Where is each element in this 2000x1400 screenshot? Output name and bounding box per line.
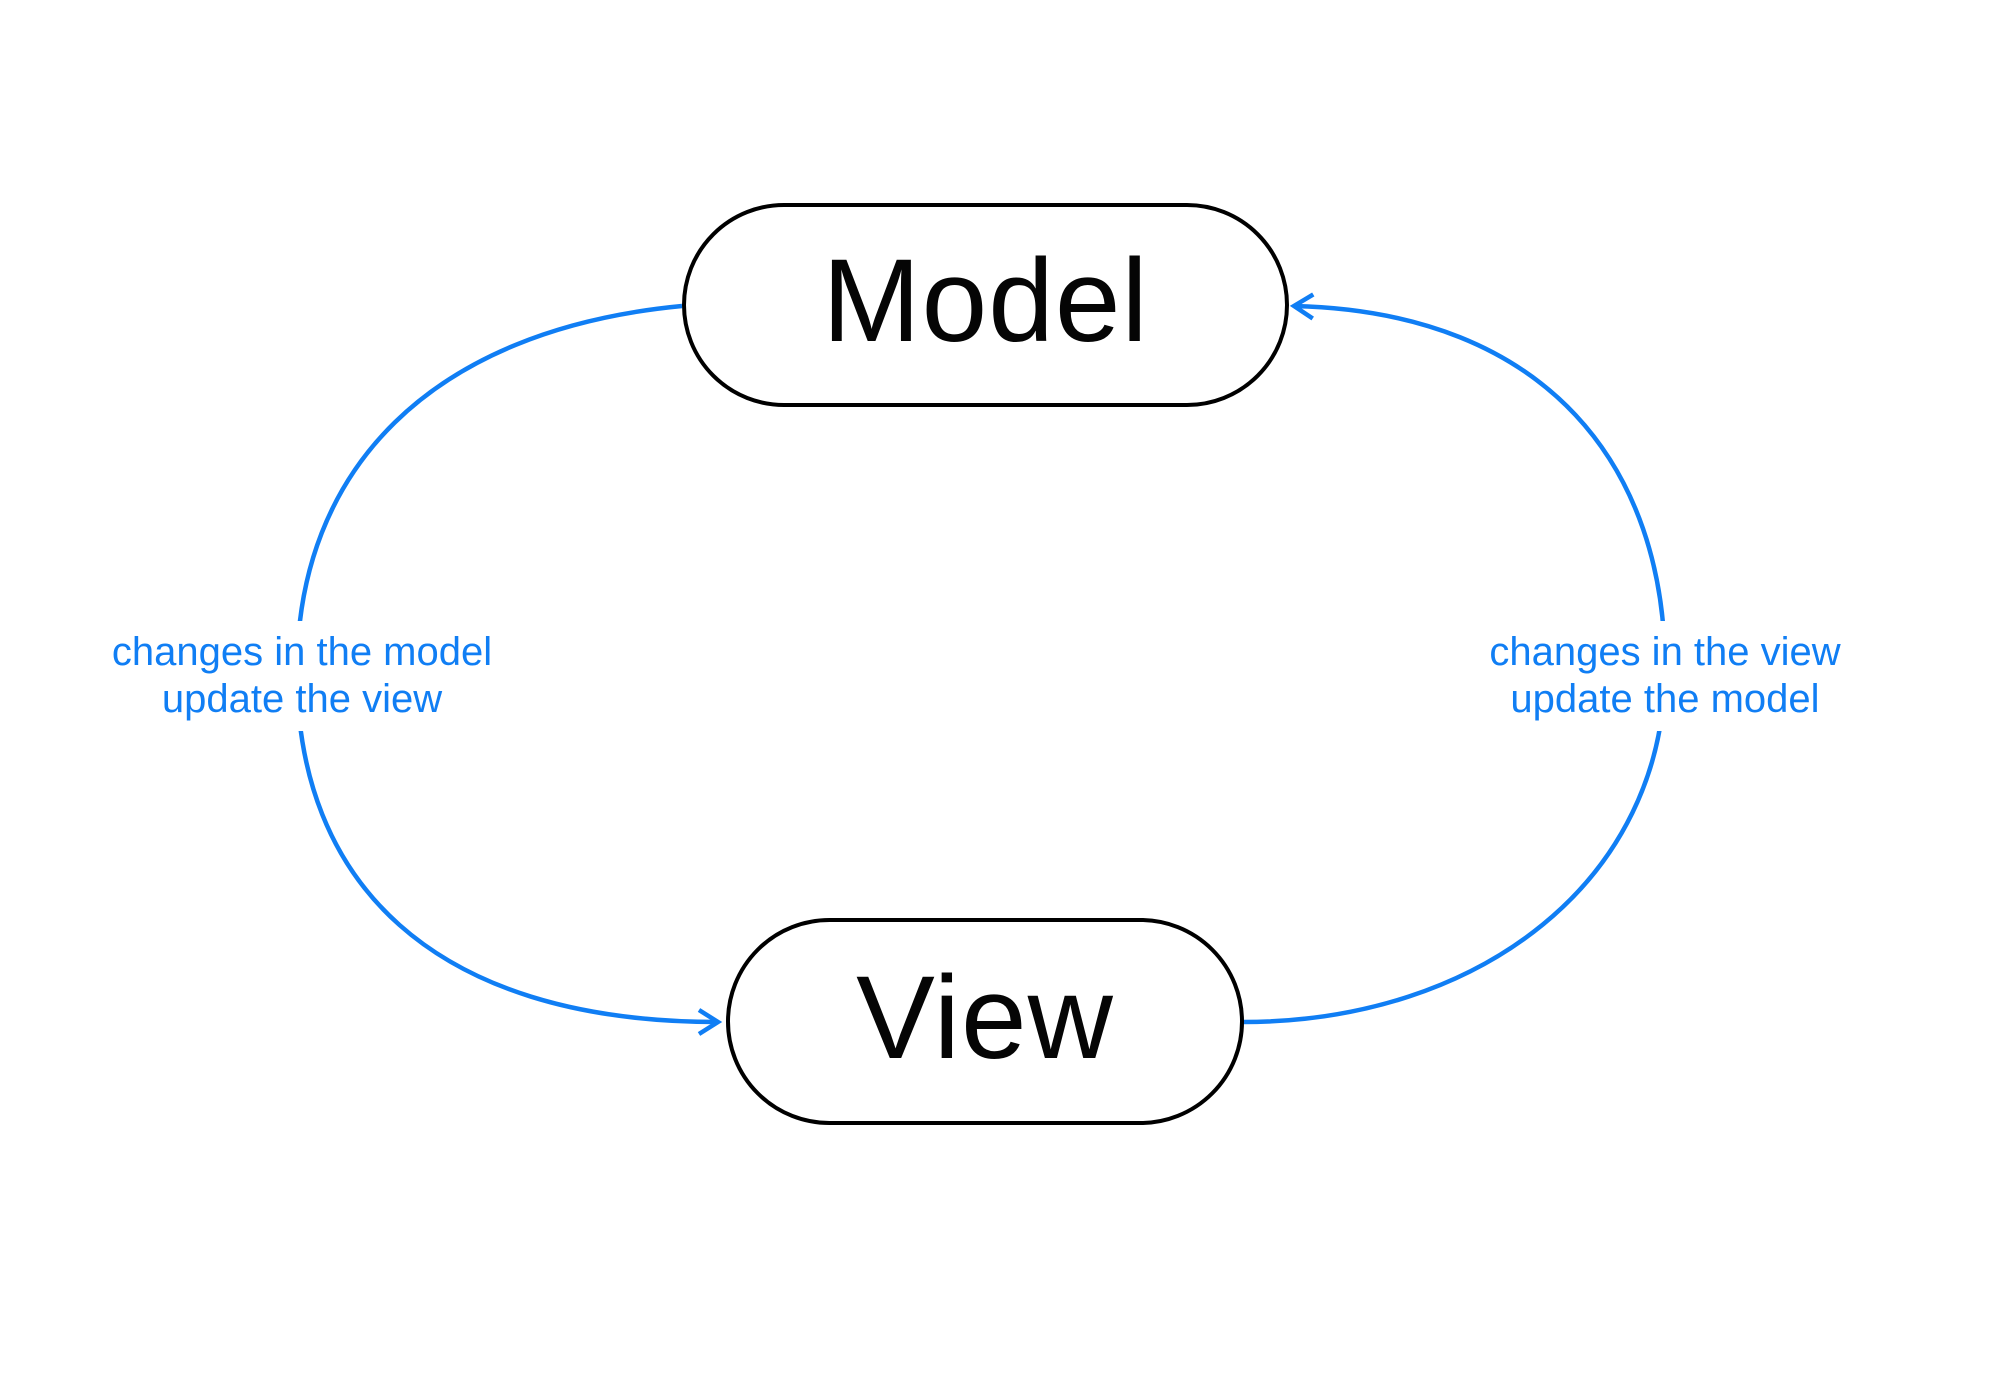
edge-label-line: changes in the view [1489,630,1841,674]
node-view-label: View [856,951,1114,1084]
edge-label-line: update the view [161,677,443,721]
node-model: Model [682,203,1289,407]
edge-label-line: update the model [1510,677,1820,721]
node-model-label: Model [822,235,1149,367]
node-view: View [726,918,1244,1125]
edge-label-model-to-view: changes in the model update the view [97,621,507,731]
edge-label-view-to-model: changes in the view update the model [1475,621,1855,731]
edge-label-line: changes in the model [111,630,493,674]
